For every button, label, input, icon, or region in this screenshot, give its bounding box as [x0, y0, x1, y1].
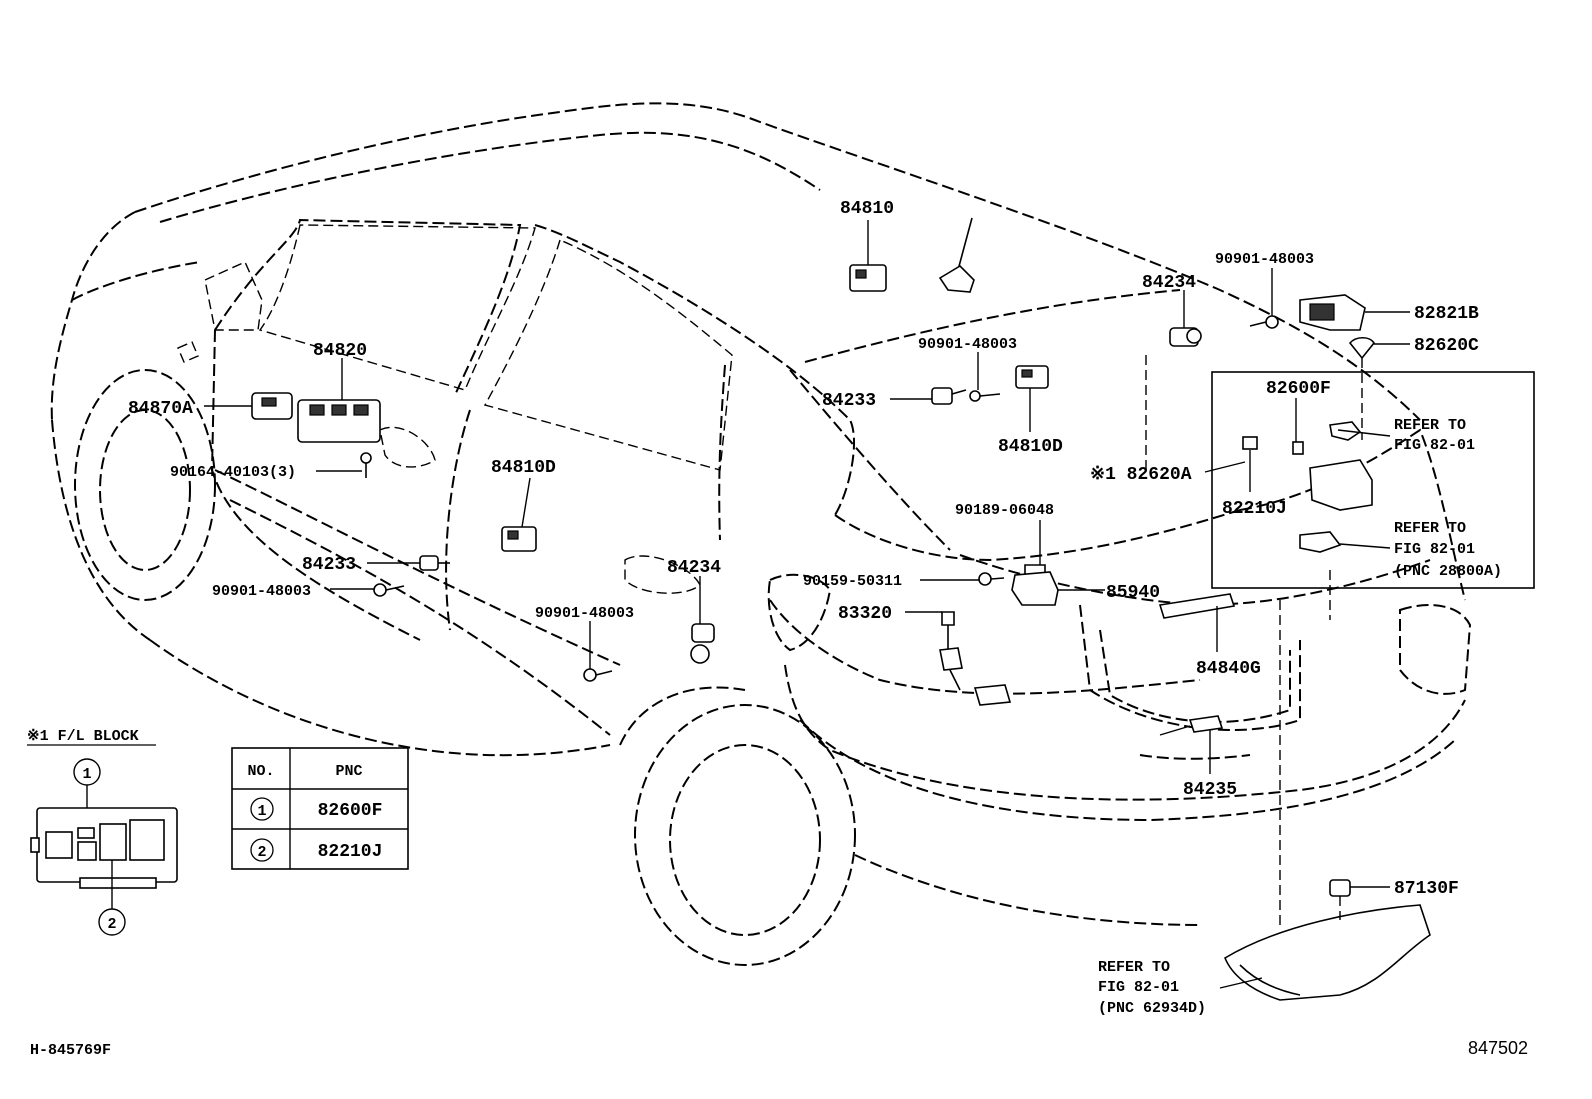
- label-83320: 83320: [838, 604, 892, 624]
- label-84810: 84810: [840, 199, 894, 219]
- label-84870A: 84870A: [128, 399, 193, 419]
- refer-note-3-line3: (PNC 62934D): [1098, 1000, 1206, 1017]
- label-84235: 84235: [1183, 780, 1237, 800]
- diagram-code-right: 847502: [1468, 1038, 1528, 1058]
- label-85940: 85940: [1106, 583, 1160, 603]
- part-labels: 84810 84820 84870A 90164-40103(3) 84810D…: [128, 199, 1479, 899]
- fl-block-marker-1: 1: [82, 766, 91, 783]
- refer-note-2-line1: REFER TO: [1394, 520, 1466, 537]
- label-90901-48003-door: 90901-48003: [535, 605, 634, 622]
- label-84234-top: 84234: [1142, 273, 1196, 293]
- label-90164-40103: 90164-40103(3): [170, 464, 296, 481]
- label-84233-rear: 84233: [302, 555, 356, 575]
- fuse-block-detail-box: [1211, 371, 1535, 589]
- pnc-table-header-no: NO.: [247, 763, 274, 780]
- label-82620C: 82620C: [1414, 336, 1479, 356]
- pnc-table-row2-pnc: 82210J: [318, 842, 383, 862]
- refer-note-1-line1: REFER TO: [1394, 417, 1466, 434]
- label-90901-48003-rear: 90901-48003: [212, 583, 311, 600]
- label-82210J: 82210J: [1222, 499, 1287, 519]
- label-87130F: 87130F: [1394, 879, 1459, 899]
- pnc-table: NO. PNC 1 82600F 2 82210J: [231, 747, 409, 870]
- label-84233-mid: 84233: [822, 391, 876, 411]
- label-82620A: ※1 82620A: [1090, 465, 1192, 485]
- parts: [251, 264, 1431, 1001]
- label-84810D-door: 84810D: [491, 458, 556, 478]
- label-82600F: 82600F: [1266, 379, 1331, 399]
- label-90159-50311: 90159-50311: [803, 573, 902, 590]
- label-84234-door: 84234: [667, 558, 721, 578]
- pnc-table-row1-pnc: 82600F: [318, 801, 383, 821]
- label-82821B: 82821B: [1414, 304, 1479, 324]
- refer-note-3-line1: REFER TO: [1098, 959, 1170, 976]
- refer-note-1-line2: FIG 82-01: [1394, 437, 1475, 454]
- fl-block-inset: ※1 F/L BLOCK 1 2: [27, 728, 178, 936]
- label-90189-06048: 90189-06048: [955, 502, 1054, 519]
- refer-note-3-line2: FIG 82-01: [1098, 979, 1179, 996]
- pnc-table-row1-no: 1: [257, 803, 266, 820]
- refer-note-2-line2: FIG 82-01: [1394, 541, 1475, 558]
- label-90901-48003-top: 90901-48003: [918, 336, 1017, 353]
- refer-notes: REFER TO FIG 82-01 REFER TO FIG 82-01 (P…: [1098, 417, 1502, 1017]
- label-84820: 84820: [313, 341, 367, 361]
- pnc-table-header-pnc: PNC: [335, 763, 362, 780]
- leader-lines: [204, 220, 1410, 989]
- diagram-code-left: H-845769F: [30, 1042, 111, 1059]
- pnc-table-row2-no: 2: [257, 844, 266, 861]
- fl-block-marker-2: 2: [107, 916, 116, 933]
- label-90901-48003-right: 90901-48003: [1215, 251, 1314, 268]
- fl-block-title: ※1 F/L BLOCK: [27, 728, 139, 745]
- label-84810D-mid: 84810D: [998, 437, 1063, 457]
- label-84840G: 84840G: [1196, 659, 1261, 679]
- refer-note-2-line3: (PNC 28800A): [1394, 563, 1502, 580]
